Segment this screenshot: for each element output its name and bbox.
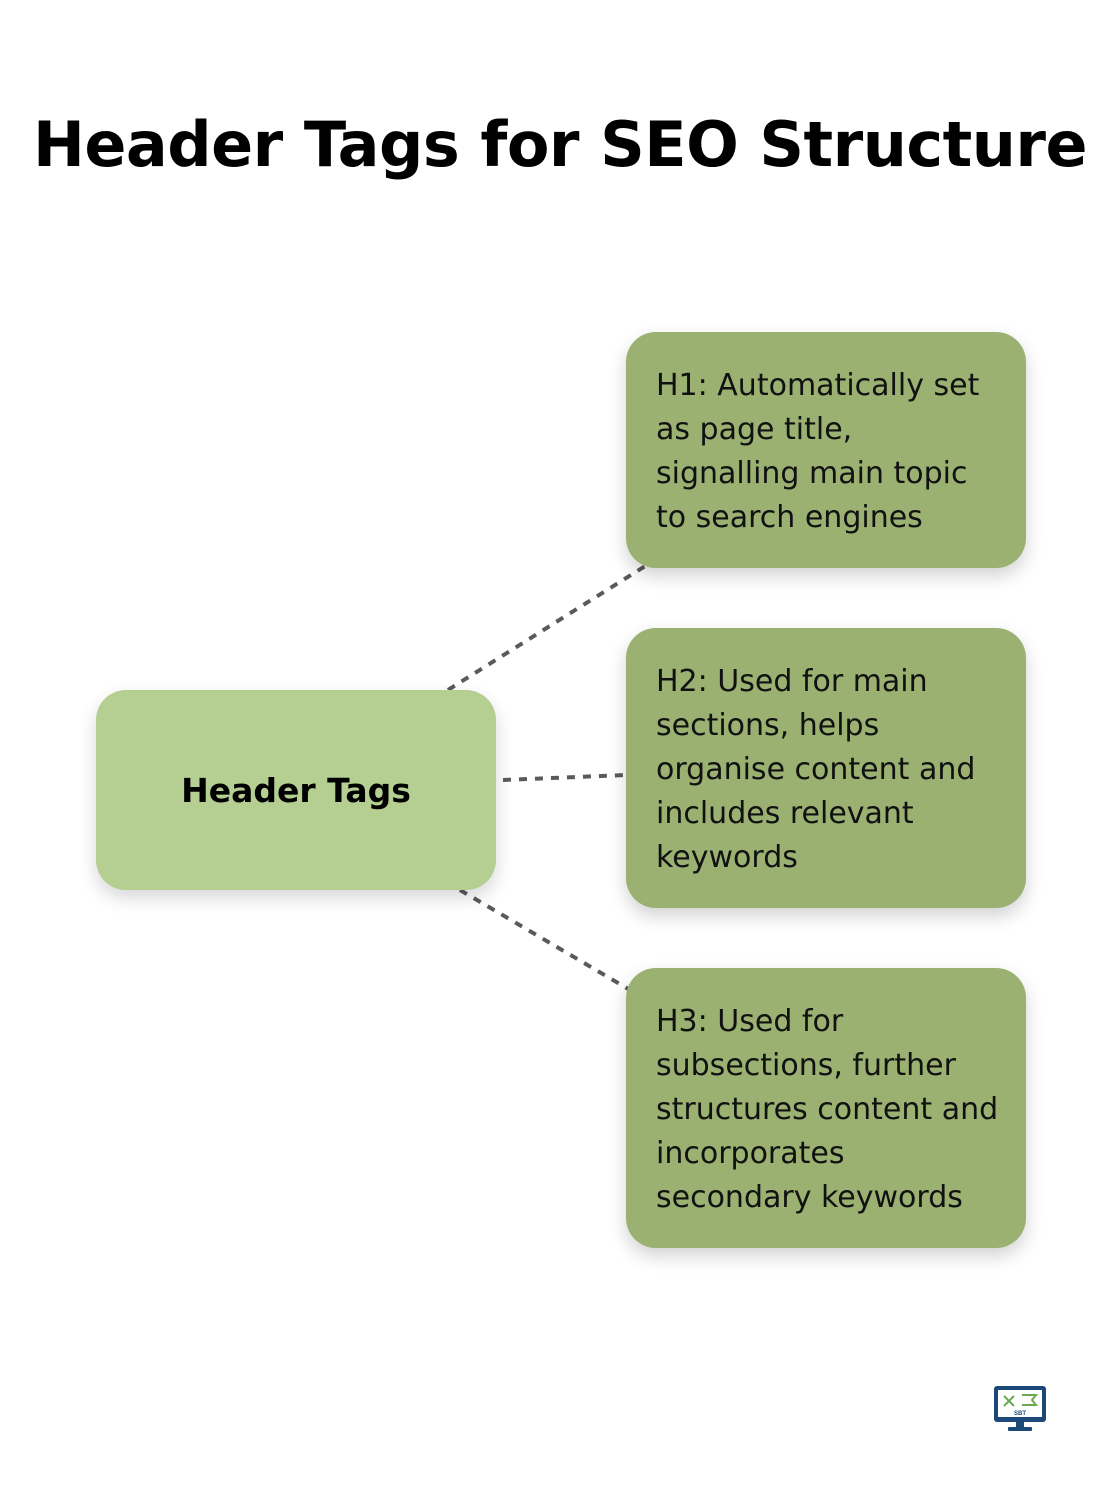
page-title: Header Tags for SEO Structure [32, 108, 1088, 181]
computer-monitor-logo-icon: SBT [994, 1386, 1046, 1431]
logo-monitor-base [1008, 1427, 1032, 1431]
branch-node-text: H1: Automatically set as page title, sig… [656, 368, 980, 535]
logo-text: SBT [1014, 1411, 1026, 1417]
branch-node-text: H3: Used for subsections, further struct… [656, 1004, 999, 1215]
connector-h2 [502, 773, 627, 782]
logo-tools-mark [1003, 1394, 1039, 1407]
branch-node-h1: H1: Automatically set as page title, sig… [626, 332, 1026, 568]
center-node-header-tags: Header Tags [96, 690, 496, 890]
logo-monitor-stand [1016, 1422, 1024, 1428]
connector-h1 [446, 561, 652, 692]
branch-node-text: H2: Used for main sections, helps organi… [656, 664, 976, 875]
branch-node-h3: H3: Used for subsections, further struct… [626, 968, 1026, 1248]
connector-h3 [458, 888, 632, 992]
branch-node-h2: H2: Used for main sections, helps organi… [626, 628, 1026, 908]
center-node-label: Header Tags [181, 770, 411, 810]
